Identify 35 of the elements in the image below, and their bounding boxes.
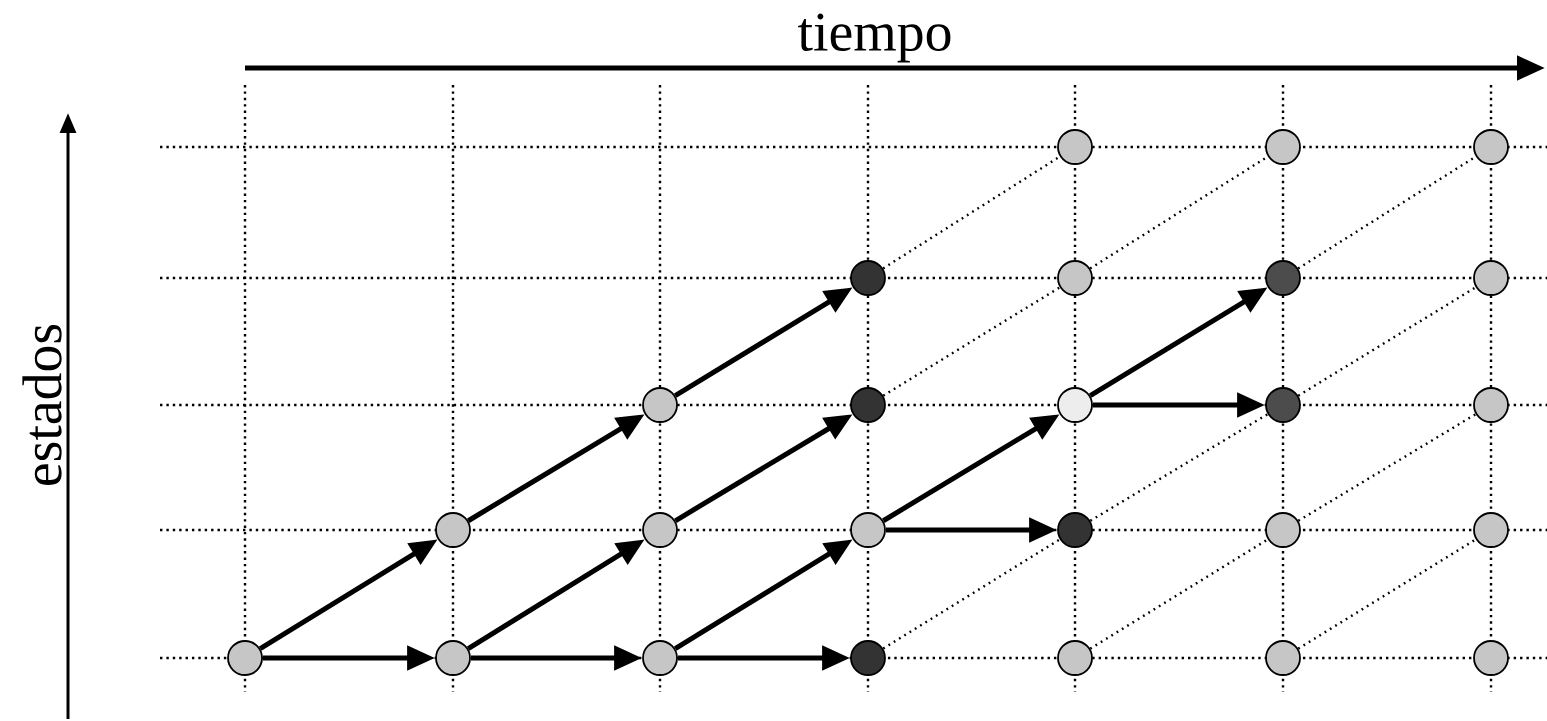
state-circle (1473, 512, 1509, 548)
state-circle (642, 640, 678, 676)
connector-line (1089, 538, 1269, 650)
state-circle (1057, 640, 1093, 676)
connector-line (1297, 538, 1477, 650)
state-circle (1473, 640, 1509, 676)
state-circle (1265, 260, 1301, 296)
state-circle (850, 512, 886, 548)
state-circle (435, 512, 471, 548)
connector-line (1297, 286, 1477, 397)
state-circle (1473, 260, 1509, 296)
state-circle (1473, 387, 1509, 423)
state-circle (1057, 129, 1093, 165)
state-circle (642, 387, 678, 423)
state-circle (435, 640, 471, 676)
state-circle (1057, 512, 1093, 548)
state-circle (1057, 260, 1093, 296)
connector-line (1089, 413, 1269, 522)
state-circle (1057, 387, 1093, 423)
state-circle (1265, 512, 1301, 548)
connector-line (1297, 413, 1477, 522)
state-circle (850, 260, 886, 296)
axis-label: estados (22, 324, 62, 485)
state-circle (1265, 129, 1301, 165)
state-circle (1265, 387, 1301, 423)
state-circle (642, 512, 678, 548)
state-circle (1473, 129, 1509, 165)
state-circle (850, 640, 886, 676)
connector-line (882, 286, 1061, 397)
state-circle (227, 640, 263, 676)
connector-line (882, 155, 1061, 270)
state-circle (850, 387, 886, 423)
connector-line (882, 538, 1061, 650)
state-circle (1265, 640, 1301, 676)
axis-label: tiempo (798, 13, 951, 63)
